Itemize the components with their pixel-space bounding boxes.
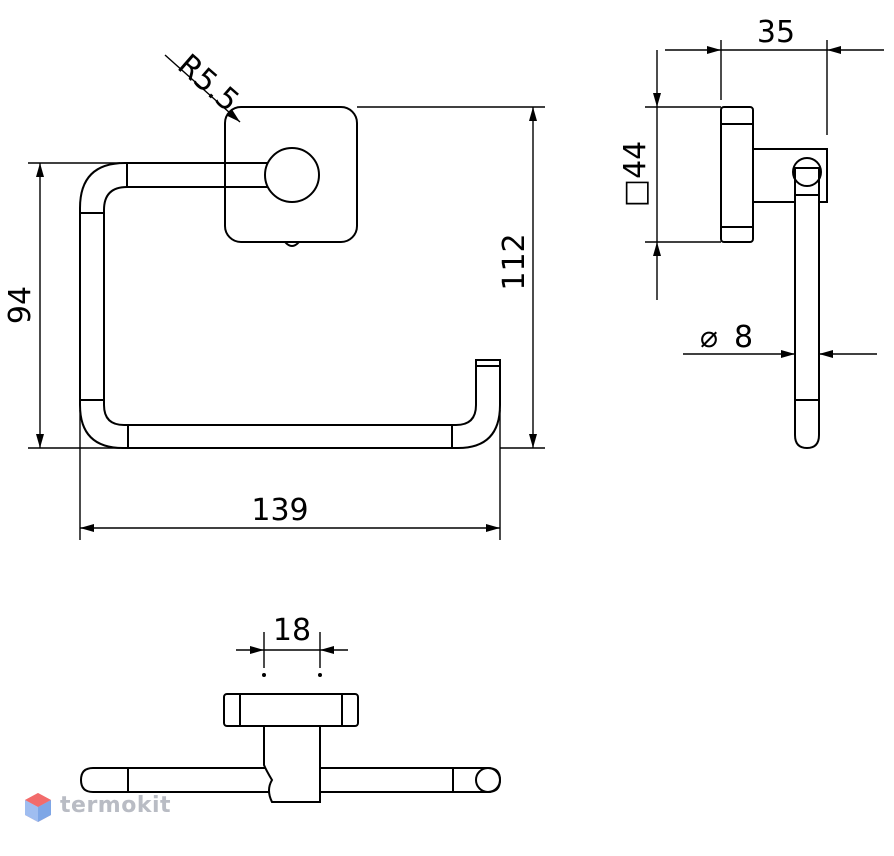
dim-18: 18	[236, 613, 348, 677]
mount-boss	[264, 147, 320, 203]
inner-height-label: 94	[3, 286, 38, 324]
total-width-label: 139	[251, 493, 308, 528]
diameter-symbol: ⌀	[700, 320, 718, 355]
termokit-logo-icon	[25, 793, 51, 822]
side-view	[720, 106, 828, 450]
projection-label: 35	[757, 15, 795, 50]
rod-diameter-label: 8	[734, 320, 753, 355]
side-rod	[794, 167, 820, 450]
dim-8: ⌀ 8	[683, 320, 877, 358]
rod-outline	[79, 162, 501, 449]
front-view	[79, 106, 501, 449]
post-width-label: 18	[273, 613, 311, 648]
dim-112: 112	[357, 106, 545, 449]
plate-square-label: □44	[618, 141, 653, 208]
dim-94: 94	[3, 162, 120, 449]
dim-139: 139	[79, 410, 501, 540]
side-plate	[720, 106, 754, 243]
top-view	[79, 693, 502, 803]
dim-44: □44	[618, 50, 721, 300]
dim-35: 35	[665, 15, 884, 135]
brand-name: termokit	[60, 793, 172, 818]
top-post	[263, 725, 321, 803]
top-plate	[223, 693, 359, 727]
total-height-label: 112	[497, 233, 532, 290]
